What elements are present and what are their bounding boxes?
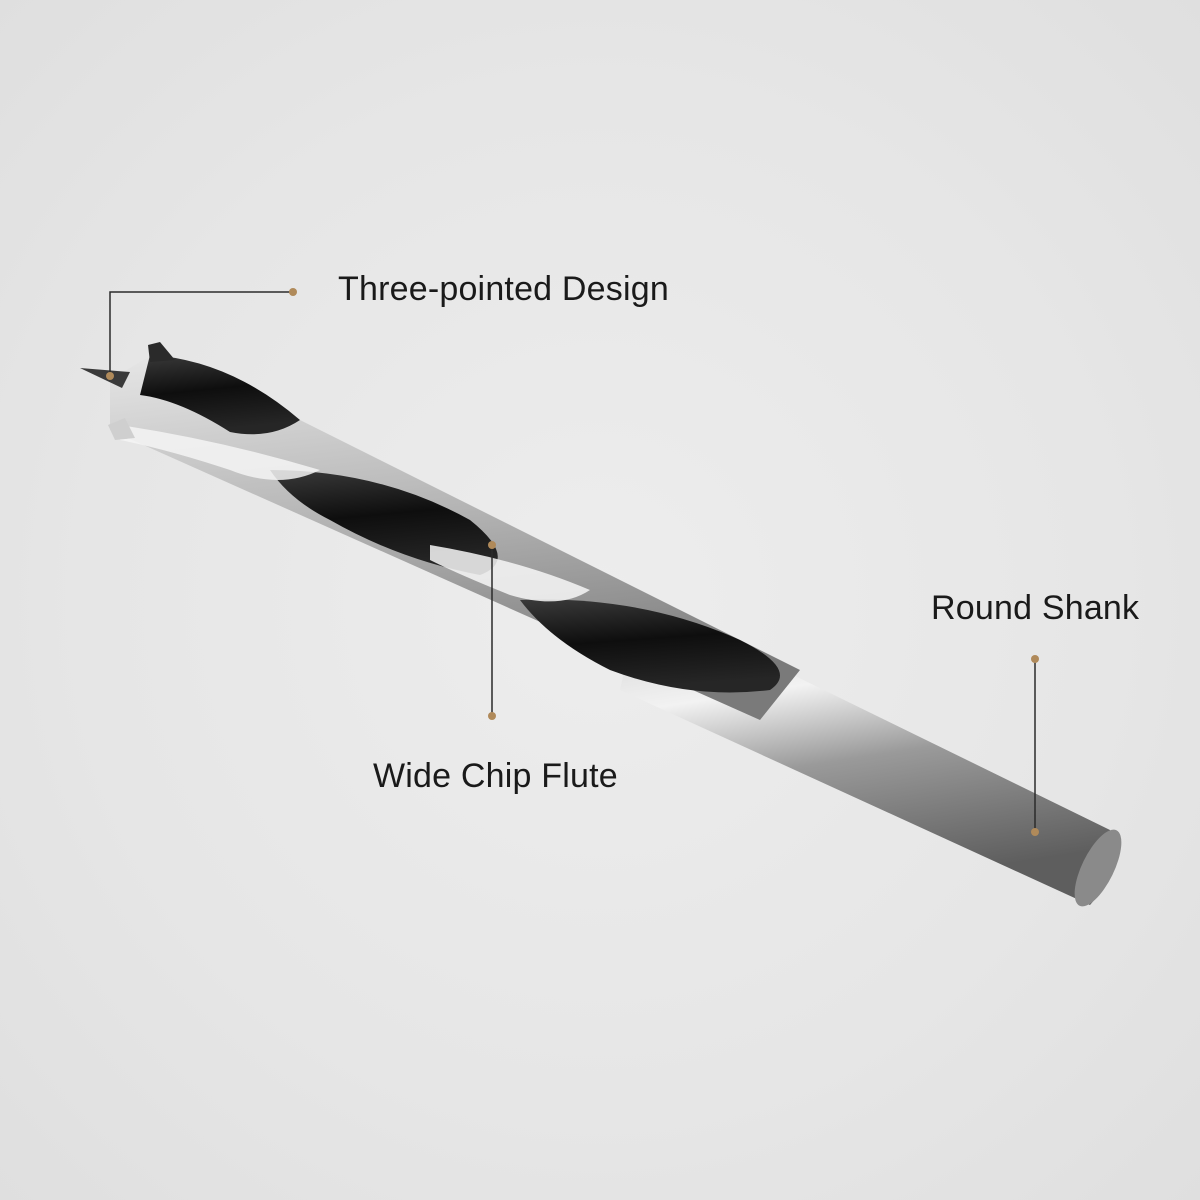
- drill-bit: [80, 342, 1122, 907]
- callout-flute: [488, 541, 496, 720]
- flute-groove-3: [520, 599, 780, 693]
- round-shank-label: Round Shank: [931, 589, 1140, 627]
- flute-groove-1: [140, 355, 300, 435]
- tip-spur-top: [148, 342, 175, 362]
- land-highlight-2: [430, 545, 590, 602]
- tip-spur-bottom: [108, 418, 135, 440]
- wide-chip-flute-label: Wide Chip Flute: [373, 757, 618, 795]
- tip-spur-center: [80, 368, 130, 388]
- land-highlight-1: [120, 425, 320, 480]
- callout-shank: [1031, 655, 1039, 836]
- callout-tip: [106, 288, 297, 380]
- shank-end: [1074, 829, 1122, 907]
- three-pointed-design-label: Three-pointed Design: [338, 270, 669, 308]
